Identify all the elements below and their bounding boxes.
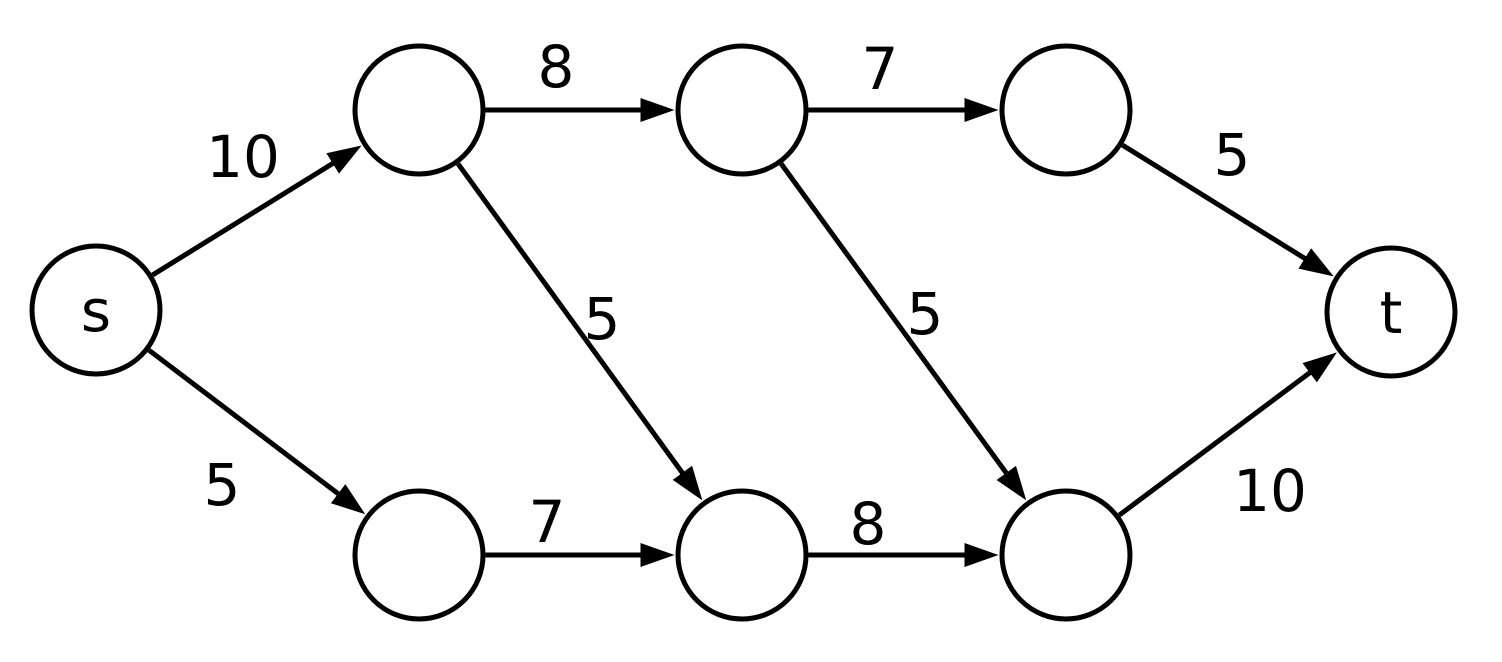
node-circle — [29, 243, 163, 377]
node-label: t — [1380, 279, 1403, 347]
edge-weight-label: 5 — [204, 451, 241, 519]
edge-weight-label: 10 — [1233, 457, 1307, 525]
node-label: s — [81, 277, 111, 345]
node-circle — [999, 43, 1133, 177]
edge-b3-t: 10 — [1117, 352, 1337, 525]
arrowhead-icon — [964, 543, 999, 567]
edge-a2-b3: 5 — [779, 162, 1027, 501]
node-circle — [999, 488, 1133, 622]
node-b1 — [352, 488, 486, 622]
edge-line — [147, 348, 343, 499]
edge-line — [456, 162, 687, 478]
edge-weight-label: 5 — [907, 280, 944, 348]
edge-weight-label: 7 — [529, 488, 566, 556]
node-circle — [675, 43, 809, 177]
edge-line — [779, 162, 1011, 478]
edge-b1-b2: 7 — [485, 488, 675, 567]
arrowhead-icon — [330, 484, 366, 515]
edge-weight-label: 10 — [206, 123, 280, 191]
edge-line — [151, 159, 338, 278]
edge-weight-label: 7 — [862, 35, 899, 103]
node-s: s — [29, 243, 163, 377]
edge-weight-label: 8 — [850, 490, 887, 558]
arrowhead-icon — [640, 98, 675, 122]
edge-s-b1: 5 — [147, 348, 366, 519]
arrowhead-icon — [640, 543, 675, 567]
node-a1 — [352, 43, 486, 177]
node-a3 — [999, 43, 1133, 177]
node-b3 — [999, 488, 1133, 622]
node-circle — [352, 488, 486, 622]
arrowhead-icon — [964, 98, 999, 122]
node-circle — [675, 488, 809, 622]
edge-b2-b3: 8 — [808, 490, 999, 567]
node-a2 — [675, 43, 809, 177]
edge-weight-label: 5 — [584, 285, 621, 353]
node-b2 — [675, 488, 809, 622]
arrowhead-icon — [996, 465, 1027, 501]
edge-a3-t: 5 — [1121, 121, 1334, 277]
arrowhead-icon — [672, 465, 703, 501]
edge-a2-a3: 7 — [808, 35, 999, 122]
edge-a1-b2: 5 — [456, 162, 703, 501]
edge-line — [1121, 142, 1310, 263]
edge-line — [1117, 368, 1315, 518]
edge-a1-a2: 8 — [485, 33, 675, 122]
arrowhead-icon — [1298, 248, 1334, 277]
arrowhead-icon — [1302, 352, 1337, 383]
node-circle — [352, 43, 486, 177]
arrowhead-icon — [326, 145, 362, 174]
node-t: t — [1324, 245, 1458, 379]
edge-weight-label: 8 — [538, 33, 575, 101]
node-circle — [1324, 245, 1458, 379]
edge-s-a1: 10 — [151, 123, 362, 278]
edge-weight-label: 5 — [1214, 121, 1251, 189]
